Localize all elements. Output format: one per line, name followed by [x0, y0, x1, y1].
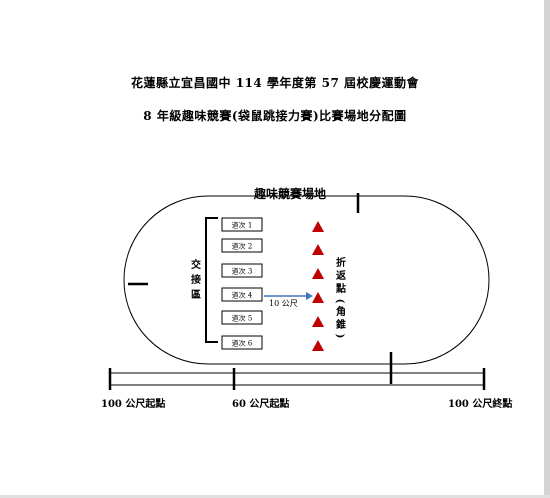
field-label: 趣味競賽場地 [253, 186, 326, 201]
lane-box [221, 217, 263, 232]
finish-100m-label: 100 公尺終點 [448, 397, 512, 410]
lane-box [221, 335, 263, 350]
exchange-zone-bracket [205, 217, 218, 343]
lane-label: 道次 1 [232, 221, 253, 230]
lane-label: 道次 6 [232, 339, 253, 348]
track-oval [123, 195, 490, 365]
turnaround-char: 錐 [336, 318, 346, 331]
turnaround-char: 返 [336, 269, 346, 282]
cone-marker [312, 268, 324, 279]
start-100m-label: 100 公尺起點 [101, 397, 165, 410]
cone-group [312, 221, 324, 351]
cone-marker [312, 316, 324, 327]
start-60m-label: 60 公尺起點 [232, 397, 289, 410]
exchange-zone-char: 區 [191, 289, 201, 301]
distance-label: 10 公尺 [269, 299, 298, 308]
cone-marker [312, 244, 324, 255]
lane-label: 道次 3 [232, 267, 253, 276]
distance-arrowhead [306, 292, 313, 300]
exchange-zone-char: 接 [191, 273, 201, 286]
page-edge [0, 495, 550, 498]
turnaround-char: ( [334, 299, 345, 304]
cone-marker [312, 340, 324, 351]
document-subtitle: 8 年級趣味競賽(袋鼠跳接力賽)比賽場地分配圖 [143, 109, 407, 123]
turnaround-label: 折 返 點 ( 角 錐 ) [334, 256, 346, 338]
turnaround-char: ) [334, 334, 345, 339]
straightaway-strip [109, 372, 485, 386]
lane-box [221, 287, 263, 302]
lane-label: 道次 4 [232, 291, 253, 300]
turnaround-char: 點 [335, 282, 346, 295]
lane-label: 道次 5 [232, 314, 253, 323]
page-edge [544, 0, 550, 498]
turnaround-char: 角 [336, 305, 346, 318]
document-title: 花蓮縣立宜昌國中 114 學年度第 57 屆校慶運動會 [131, 76, 419, 90]
lane-list: 道次 1 道次 2 道次 3 道次 4 道次 5 道次 6 [221, 217, 263, 350]
turnaround-char: 折 [336, 256, 346, 269]
lane-box [221, 310, 263, 325]
cone-marker [312, 221, 324, 232]
cone-marker [312, 292, 324, 303]
exchange-zone-label: 交 接 區 [191, 258, 201, 301]
exchange-zone-char: 交 [191, 258, 201, 271]
lane-box [221, 238, 263, 253]
lane-label: 道次 2 [232, 242, 253, 251]
lane-box [221, 263, 263, 278]
